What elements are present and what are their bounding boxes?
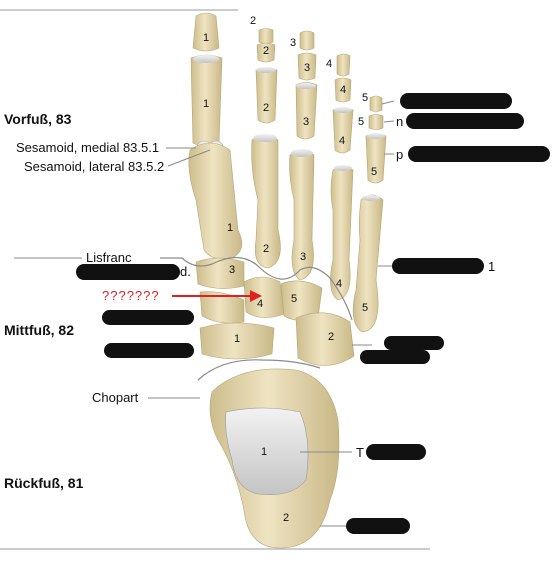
redacted-cuboid-label-2 bbox=[360, 350, 430, 364]
cuneiform-label-fragment: d. bbox=[180, 264, 191, 279]
num-toe2-distal: 2 bbox=[249, 15, 257, 27]
chopart-label: Chopart bbox=[92, 390, 139, 405]
num-toe4-proximal: 4 bbox=[338, 135, 346, 147]
num-toe5-middle: 5 bbox=[357, 116, 365, 128]
redacted-cuneiform-label bbox=[76, 264, 180, 280]
num-toe1-distal: 1 bbox=[202, 32, 210, 44]
metatarsal-label-fragment: 1 bbox=[488, 259, 496, 274]
lisfranc-joint-line bbox=[160, 256, 353, 321]
num-mt4: 4 bbox=[335, 278, 343, 290]
num-calcaneus: 2 bbox=[282, 512, 290, 524]
middle-phalanx-label-fragment: n bbox=[396, 114, 404, 129]
num-mt2: 2 bbox=[262, 243, 270, 255]
num-toe1-proximal: 1 bbox=[202, 98, 210, 110]
toe2-phalanges bbox=[255, 28, 278, 124]
red-arrow bbox=[172, 290, 262, 302]
num-toe5-proximal: 5 bbox=[370, 166, 378, 178]
redacted-proximal-phalanx-label bbox=[408, 146, 550, 162]
num-toe3-distal: 3 bbox=[289, 37, 297, 49]
num-bone4: 4 bbox=[256, 298, 264, 310]
num-toe3-middle: 3 bbox=[303, 62, 311, 74]
chopart-joint-line bbox=[197, 359, 321, 381]
toe4-phalanges bbox=[332, 53, 354, 154]
redacted-cuboid-label-1 bbox=[384, 336, 444, 350]
tarsals bbox=[195, 257, 355, 366]
toe3-phalanges bbox=[295, 30, 318, 140]
num-mt1: 1 bbox=[226, 222, 234, 234]
num-cuneiform3: 3 bbox=[228, 264, 236, 276]
leader-lines bbox=[14, 100, 395, 527]
num-toe2-middle: 2 bbox=[262, 45, 270, 57]
redacted-midfoot-label-2 bbox=[104, 343, 194, 358]
midfoot-label: Mittfuß, 82 bbox=[4, 322, 74, 338]
num-toe2-proximal: 2 bbox=[262, 102, 270, 114]
redacted-calcaneus-label bbox=[346, 518, 410, 534]
hindfoot-label: Rückfuß, 81 bbox=[4, 475, 84, 491]
num-mt3: 3 bbox=[299, 251, 307, 263]
num-toe4-distal: 4 bbox=[325, 58, 333, 70]
num-bone5: 5 bbox=[290, 293, 298, 305]
num-talus: 1 bbox=[260, 446, 268, 458]
sesamoid-lateral-label: Sesamoid, lateral 83.5.2 bbox=[24, 159, 165, 174]
num-mt5: 5 bbox=[361, 302, 369, 314]
num-toe5-distal: 5 bbox=[361, 92, 369, 104]
redacted-distal-phalanx-label bbox=[400, 93, 512, 109]
num-bone2: 2 bbox=[327, 331, 335, 343]
forefoot-label: Vorfuß, 83 bbox=[4, 111, 72, 127]
redacted-talus-label bbox=[366, 444, 426, 460]
num-toe3-proximal: 3 bbox=[302, 116, 310, 128]
num-navicular1: 1 bbox=[233, 333, 241, 345]
num-toe4-middle: 4 bbox=[339, 84, 347, 96]
question-label: ??????? bbox=[102, 288, 160, 303]
metatarsals bbox=[188, 134, 384, 333]
redacted-metatarsal-label bbox=[392, 258, 484, 274]
redacted-midfoot-label-1 bbox=[102, 310, 194, 325]
toe5-phalanges bbox=[365, 95, 387, 184]
lisfranc-label: Lisfranc bbox=[86, 250, 132, 265]
redacted-middle-phalanx-label bbox=[406, 113, 524, 129]
talus-label-fragment: T bbox=[356, 445, 364, 460]
proximal-phalanx-label-fragment: p bbox=[396, 147, 404, 162]
toe1-phalanges bbox=[190, 12, 223, 147]
sesamoid-medial-label: Sesamoid, medial 83.5.1 bbox=[16, 140, 160, 155]
hindfoot-bones bbox=[209, 368, 340, 549]
